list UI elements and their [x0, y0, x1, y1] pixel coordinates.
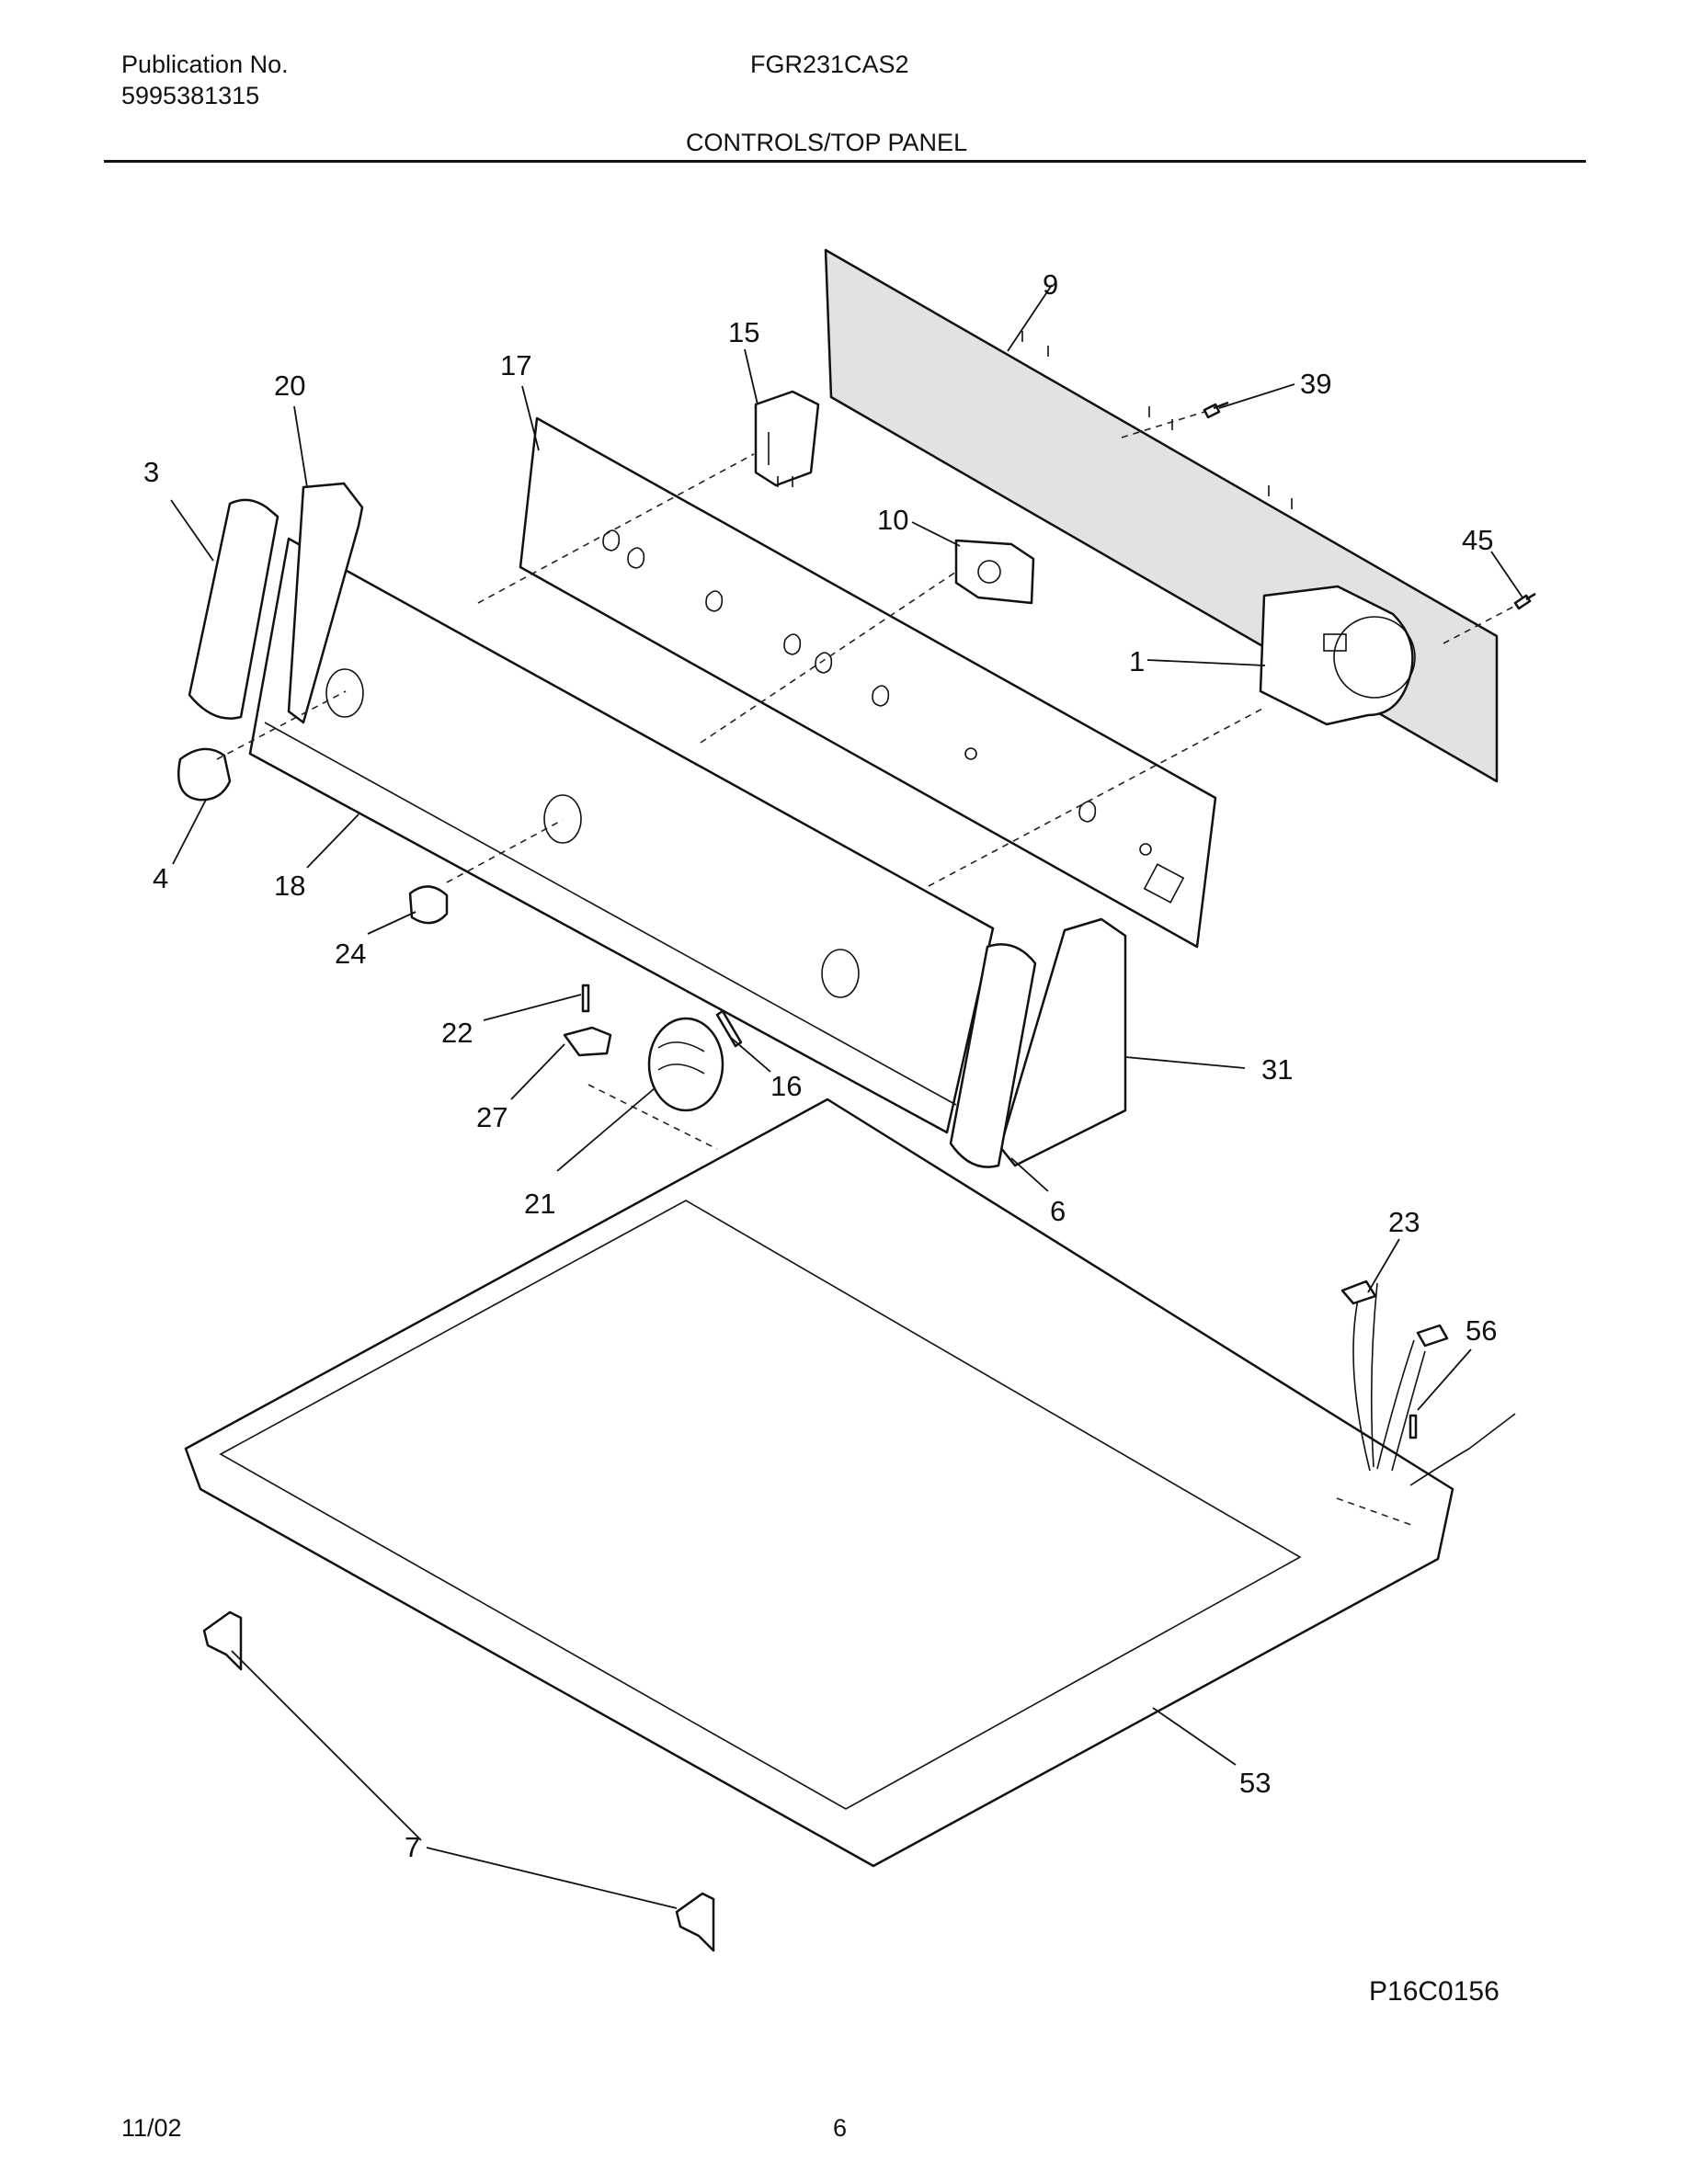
- switch-part: [754, 390, 820, 487]
- power-lead-part: [1409, 1413, 1516, 1486]
- knob-4-part: [177, 747, 232, 802]
- wire-harness-23-part: [1340, 1280, 1449, 1472]
- publication-label: Publication No.: [121, 51, 289, 78]
- callout-17: 17: [500, 349, 531, 381]
- knob-21-part: [647, 1017, 724, 1112]
- right-trim-part: [949, 943, 1037, 1168]
- callout-24: 24: [335, 938, 366, 970]
- callout-39: 39: [1300, 368, 1331, 400]
- bushing-24-part: [408, 885, 449, 925]
- left-end-cap-part: [287, 482, 364, 724]
- console-backboard-part: [519, 416, 1217, 949]
- clip-7-upper-part: [202, 1610, 243, 1671]
- callout-45: 45: [1462, 524, 1493, 556]
- bracket-27-part: [563, 1026, 612, 1057]
- section-title: CONTROLS/TOP PANEL: [686, 129, 968, 156]
- callout-18: 18: [274, 870, 305, 902]
- callout-labels: 9 15 17 20 39 3 10 45 1 4 18 24 22 27 16…: [143, 268, 1497, 1863]
- callout-23: 23: [1388, 1206, 1420, 1238]
- screw-16-part: [715, 1009, 743, 1048]
- callout-3: 3: [143, 456, 159, 488]
- publication-number: 5995381315: [121, 82, 260, 109]
- assembly-lines: [216, 411, 1518, 1527]
- screw-39-part: [1203, 401, 1229, 419]
- figure-id: P16C0156: [1369, 1976, 1500, 2007]
- page-number: 6: [833, 2114, 848, 2142]
- callout-53: 53: [1239, 1767, 1271, 1799]
- selector-switch-part: [954, 539, 1035, 605]
- callout-4: 4: [153, 862, 168, 894]
- callout-56: 56: [1466, 1314, 1497, 1347]
- screw-22-part: [581, 984, 590, 1013]
- screw-45-part: [1513, 592, 1536, 610]
- leader-lines: [170, 284, 1523, 1909]
- callout-7: 7: [405, 1831, 420, 1863]
- callout-21: 21: [524, 1188, 555, 1220]
- top-panel-part: [184, 1098, 1454, 1868]
- timer-part: [1259, 585, 1416, 726]
- control-console-part: [248, 537, 995, 1134]
- footer-date: 11/02: [121, 2114, 182, 2142]
- callout-27: 27: [476, 1101, 508, 1133]
- callout-9: 9: [1043, 268, 1058, 301]
- clip-7-lower-part: [675, 1892, 715, 1952]
- callout-31: 31: [1261, 1053, 1293, 1086]
- publication-block: Publication No. 5995381315: [121, 49, 289, 111]
- callout-20: 20: [274, 370, 305, 402]
- callout-15: 15: [728, 316, 759, 348]
- header-rule: [104, 160, 1586, 163]
- model-number: FGR231CAS2: [750, 51, 909, 78]
- callout-1: 1: [1129, 645, 1145, 677]
- callout-22: 22: [441, 1017, 473, 1049]
- callout-10: 10: [877, 504, 908, 536]
- screw-56-part: [1409, 1414, 1418, 1439]
- callout-16: 16: [770, 1070, 802, 1102]
- callout-6: 6: [1050, 1195, 1066, 1227]
- left-trim-part: [188, 498, 279, 720]
